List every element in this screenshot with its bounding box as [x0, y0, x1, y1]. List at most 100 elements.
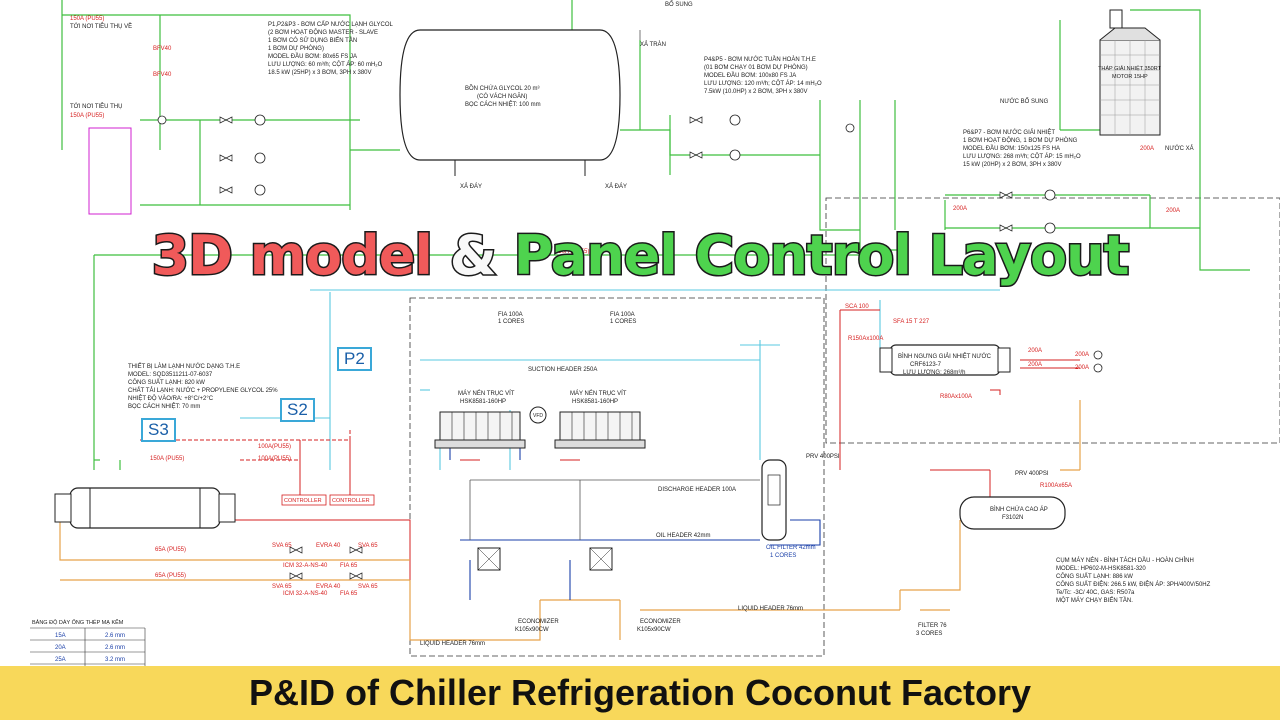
svg-text:150A (PU55): 150A (PU55)	[70, 16, 104, 22]
left-labels: 150A (PU55) TỚI NƠI TIÊU THỤ VỀ TỚI NƠI …	[70, 16, 132, 119]
svg-text:PRV 400PSI: PRV 400PSI	[806, 454, 840, 460]
svg-text:BỒN CHỨA GLYCOL 20 m³: BỒN CHỨA GLYCOL 20 m³	[465, 85, 539, 92]
svg-text:BÌNH CHỨA CAO ÁP: BÌNH CHỨA CAO ÁP	[990, 506, 1048, 513]
svg-text:FIA 65: FIA 65	[340, 591, 358, 597]
svg-text:200A: 200A	[953, 206, 967, 212]
svg-text:BFV40: BFV40	[153, 72, 172, 78]
svg-text:NƯỚC XẢ: NƯỚC XẢ	[1165, 145, 1194, 152]
svg-text:SCA 100: SCA 100	[845, 304, 869, 310]
svg-text:7.5kW (10.0HP) x 2 BƠM, 3PH x: 7.5kW (10.0HP) x 2 BƠM, 3PH x 380V	[704, 89, 808, 95]
glycol-level-box	[88, 127, 132, 215]
svg-text:OIL FILTER 42mm: OIL FILTER 42mm	[766, 545, 816, 551]
green-pipes	[61, 0, 1250, 470]
svg-text:TỚI NƠI TIÊU THỤ: TỚI NƠI TIÊU THỤ	[70, 102, 122, 110]
pid-diagram: VFD CONTROLLER CONTROLLER BẢNG ĐỘ DÀY Ố	[30, 0, 1280, 666]
condenser-note: BÌNH NGƯNG GIẢI NHIỆT NƯỚC CRF6123-7 LƯU…	[898, 352, 992, 376]
unit-note: CỤM MÁY NÉN - BÌNH TÁCH DẦU - HOÀN CHỈNH…	[1056, 557, 1211, 604]
svg-text:CÔNG SUẤT LẠNH: 820 kW: CÔNG SUẤT LẠNH: 820 kW	[128, 379, 205, 386]
pipe-table-row-2-thick: 2.6 mm	[105, 645, 125, 651]
svg-text:MODEL: SQD3511211-07-6037: MODEL: SQD3511211-07-6037	[128, 372, 213, 378]
svg-text:200A: 200A	[1140, 146, 1154, 152]
svg-text:NƯỚC BỔ SUNG: NƯỚC BỔ SUNG	[1000, 98, 1049, 105]
svg-text:F3102N: F3102N	[1002, 515, 1023, 521]
svg-text:1 BƠM HOẠT ĐỘNG, 1 BƠM DỰ PHÒN: 1 BƠM HOẠT ĐỘNG, 1 BƠM DỰ PHÒNG	[963, 137, 1078, 144]
svg-text:NHIỆT ĐỘ VÀO/RA: +8°C/+2°C: NHIỆT ĐỘ VÀO/RA: +8°C/+2°C	[128, 394, 214, 402]
svg-text:65A (PU55): 65A (PU55)	[155, 547, 186, 553]
svg-text:XẢ ĐÁY: XẢ ĐÁY	[460, 183, 482, 190]
controller-box-1	[281, 494, 327, 506]
pipe-table-row-3-thick: 3.2 mm	[105, 657, 125, 663]
svg-text:TỚI NƠI TIÊU THỤ VỀ: TỚI NƠI TIÊU THỤ VỀ	[70, 22, 132, 30]
svg-text:EVRA 40: EVRA 40	[316, 543, 341, 549]
svg-text:Te/Tc: -3C/ 40C, GAS: R507a: Te/Tc: -3C/ 40C, GAS: R507a	[1056, 590, 1135, 596]
svg-text:BỔ SUNG: BỔ SUNG	[665, 1, 693, 8]
tag-p2: P2	[337, 347, 372, 371]
svg-text:1 CORES: 1 CORES	[498, 319, 524, 325]
svg-text:EVRA 40: EVRA 40	[316, 584, 341, 590]
svg-text:200A: 200A	[1075, 365, 1089, 371]
svg-text:K105x90CW: K105x90CW	[515, 627, 549, 633]
svg-text:15 kW (20HP) x 2 BƠM, 3PH x 38: 15 kW (20HP) x 2 BƠM, 3PH x 380V	[963, 162, 1062, 168]
svg-text:SVA 65: SVA 65	[358, 543, 378, 549]
pipe-table	[30, 627, 146, 666]
svg-text:1 CORES: 1 CORES	[610, 319, 636, 325]
svg-text:FIA 65: FIA 65	[340, 563, 358, 569]
small-red-labels: BFV40 BFV40 150A (PU55) 65A (PU55) 65A (…	[150, 46, 1180, 597]
svg-text:1 BƠM CÓ SỬ DỤNG BIẾN TẦN: 1 BƠM CÓ SỬ DỤNG BIẾN TẦN	[268, 37, 357, 44]
svg-text:1 CORES: 1 CORES	[770, 553, 796, 559]
footer-title: P&ID of Chiller Refrigeration Coconut Fa…	[248, 672, 1032, 713]
svg-text:CHẤT TẢI LẠNH: NƯỚC + PROPYLEN: CHẤT TẢI LẠNH: NƯỚC + PROPYLENE GLYCOL 2…	[128, 387, 278, 394]
svg-text:BỌC CÁCH NHIỆT: 70 mm: BỌC CÁCH NHIỆT: 70 mm	[128, 402, 200, 410]
svg-text:P4&P5 - BƠM NƯỚC TUẦN HOÀN T.H: P4&P5 - BƠM NƯỚC TUẦN HOÀN T.H.E	[704, 56, 816, 63]
svg-text:MÁY NÉN TRỤC VÍT: MÁY NÉN TRỤC VÍT	[458, 390, 515, 397]
svg-text:100A(PU55): 100A(PU55)	[258, 444, 291, 450]
svg-text:MÁY NÉN TRỤC VÍT: MÁY NÉN TRỤC VÍT	[570, 390, 627, 397]
pump-symbols	[157, 114, 1103, 373]
svg-text:BFV40: BFV40	[153, 46, 172, 52]
compressor-2	[554, 411, 646, 449]
svg-text:SVA 65: SVA 65	[358, 584, 378, 590]
oil-separator	[761, 459, 787, 541]
tank-note: BỒN CHỨA GLYCOL 20 m³ (CÓ VÁCH NGĂN) BỌC…	[465, 85, 541, 108]
glycol-tank	[399, 29, 621, 176]
svg-text:PRV 400PSI: PRV 400PSI	[1015, 471, 1049, 477]
controller-label-1: CONTROLLER	[284, 498, 322, 504]
condenser	[879, 344, 1011, 376]
svg-text:XẢ TRÀN: XẢ TRÀN	[640, 41, 666, 48]
tag-s3: S3	[141, 418, 176, 442]
footer-banner: P&ID of Chiller Refrigeration Coconut Fa…	[0, 666, 1280, 720]
cooling-tower-note: THÁP GIẢI NHIỆT 350RT MOTOR 15HP	[1098, 64, 1162, 80]
svg-text:65A (PU55): 65A (PU55)	[155, 573, 186, 579]
svg-text:150A (PU55): 150A (PU55)	[555, 249, 589, 255]
svg-text:ECONOMIZER: ECONOMIZER	[640, 619, 681, 625]
svg-text:THIẾT BỊ LÀM LẠNH NƯỚC DẠNG T.: THIẾT BỊ LÀM LẠNH NƯỚC DẠNG T.H.E	[128, 363, 240, 370]
overlay-word-panel: Panel Control Layout	[512, 223, 1131, 289]
svg-text:MỘT MÁY CHẠY BIẾN TẦN.: MỘT MÁY CHẠY BIẾN TẦN.	[1056, 597, 1133, 604]
svg-text:3 CORES: 3 CORES	[916, 631, 942, 637]
svg-text:HSK8581-160HP: HSK8581-160HP	[460, 399, 506, 405]
receiver-tank	[959, 496, 1066, 530]
filter-note: FILTER 76 3 CORES	[916, 623, 947, 637]
svg-text:CỤM MÁY NÉN - BÌNH TÁCH DẦU -: CỤM MÁY NÉN - BÌNH TÁCH DẦU - HOÀN CHỈNH	[1056, 557, 1194, 564]
economizer-1-note: ECONOMIZER K105x90CW	[515, 619, 559, 633]
compressor-1-note: MÁY NÉN TRỤC VÍT HSK8581-160HP	[458, 390, 515, 405]
the-note: THIẾT BỊ LÀM LẠNH NƯỚC DẠNG T.H.E MODEL:…	[128, 363, 278, 410]
svg-text:P6&P7 - BƠM NƯỚC GIẢI NHIỆT: P6&P7 - BƠM NƯỚC GIẢI NHIỆT	[963, 128, 1055, 136]
svg-text:MODEL ĐẦU BƠM: 100x80 FS JA: MODEL ĐẦU BƠM: 100x80 FS JA	[704, 72, 796, 79]
svg-text:(2 BƠM HOẠT ĐỘNG MASTER - SLAV: (2 BƠM HOẠT ĐỘNG MASTER - SLAVE	[268, 29, 378, 36]
pipe-table-row-1-size: 15A	[55, 633, 66, 639]
economizer-1-symbol	[477, 547, 501, 571]
svg-text:CRF6123-7: CRF6123-7	[910, 362, 942, 368]
controller-box-2	[329, 494, 375, 506]
suction-header-label: SUCTION HEADER 250A	[528, 367, 597, 373]
valve-symbols	[219, 116, 1013, 580]
svg-text:LƯU LƯỢNG: 268m³/h: LƯU LƯỢNG: 268m³/h	[903, 370, 965, 376]
svg-text:200A: 200A	[1028, 348, 1042, 354]
svg-text:XẢ ĐÁY: XẢ ĐÁY	[605, 183, 627, 190]
the-evaporator	[54, 487, 236, 529]
liquid-header-label-2: LIQUID HEADER 76mm	[738, 606, 803, 612]
gray-pipes	[469, 30, 760, 540]
svg-text:FILTER 76: FILTER 76	[918, 623, 947, 629]
svg-text:200A: 200A	[1166, 208, 1180, 214]
svg-text:MOTOR 15HP: MOTOR 15HP	[1112, 74, 1148, 80]
